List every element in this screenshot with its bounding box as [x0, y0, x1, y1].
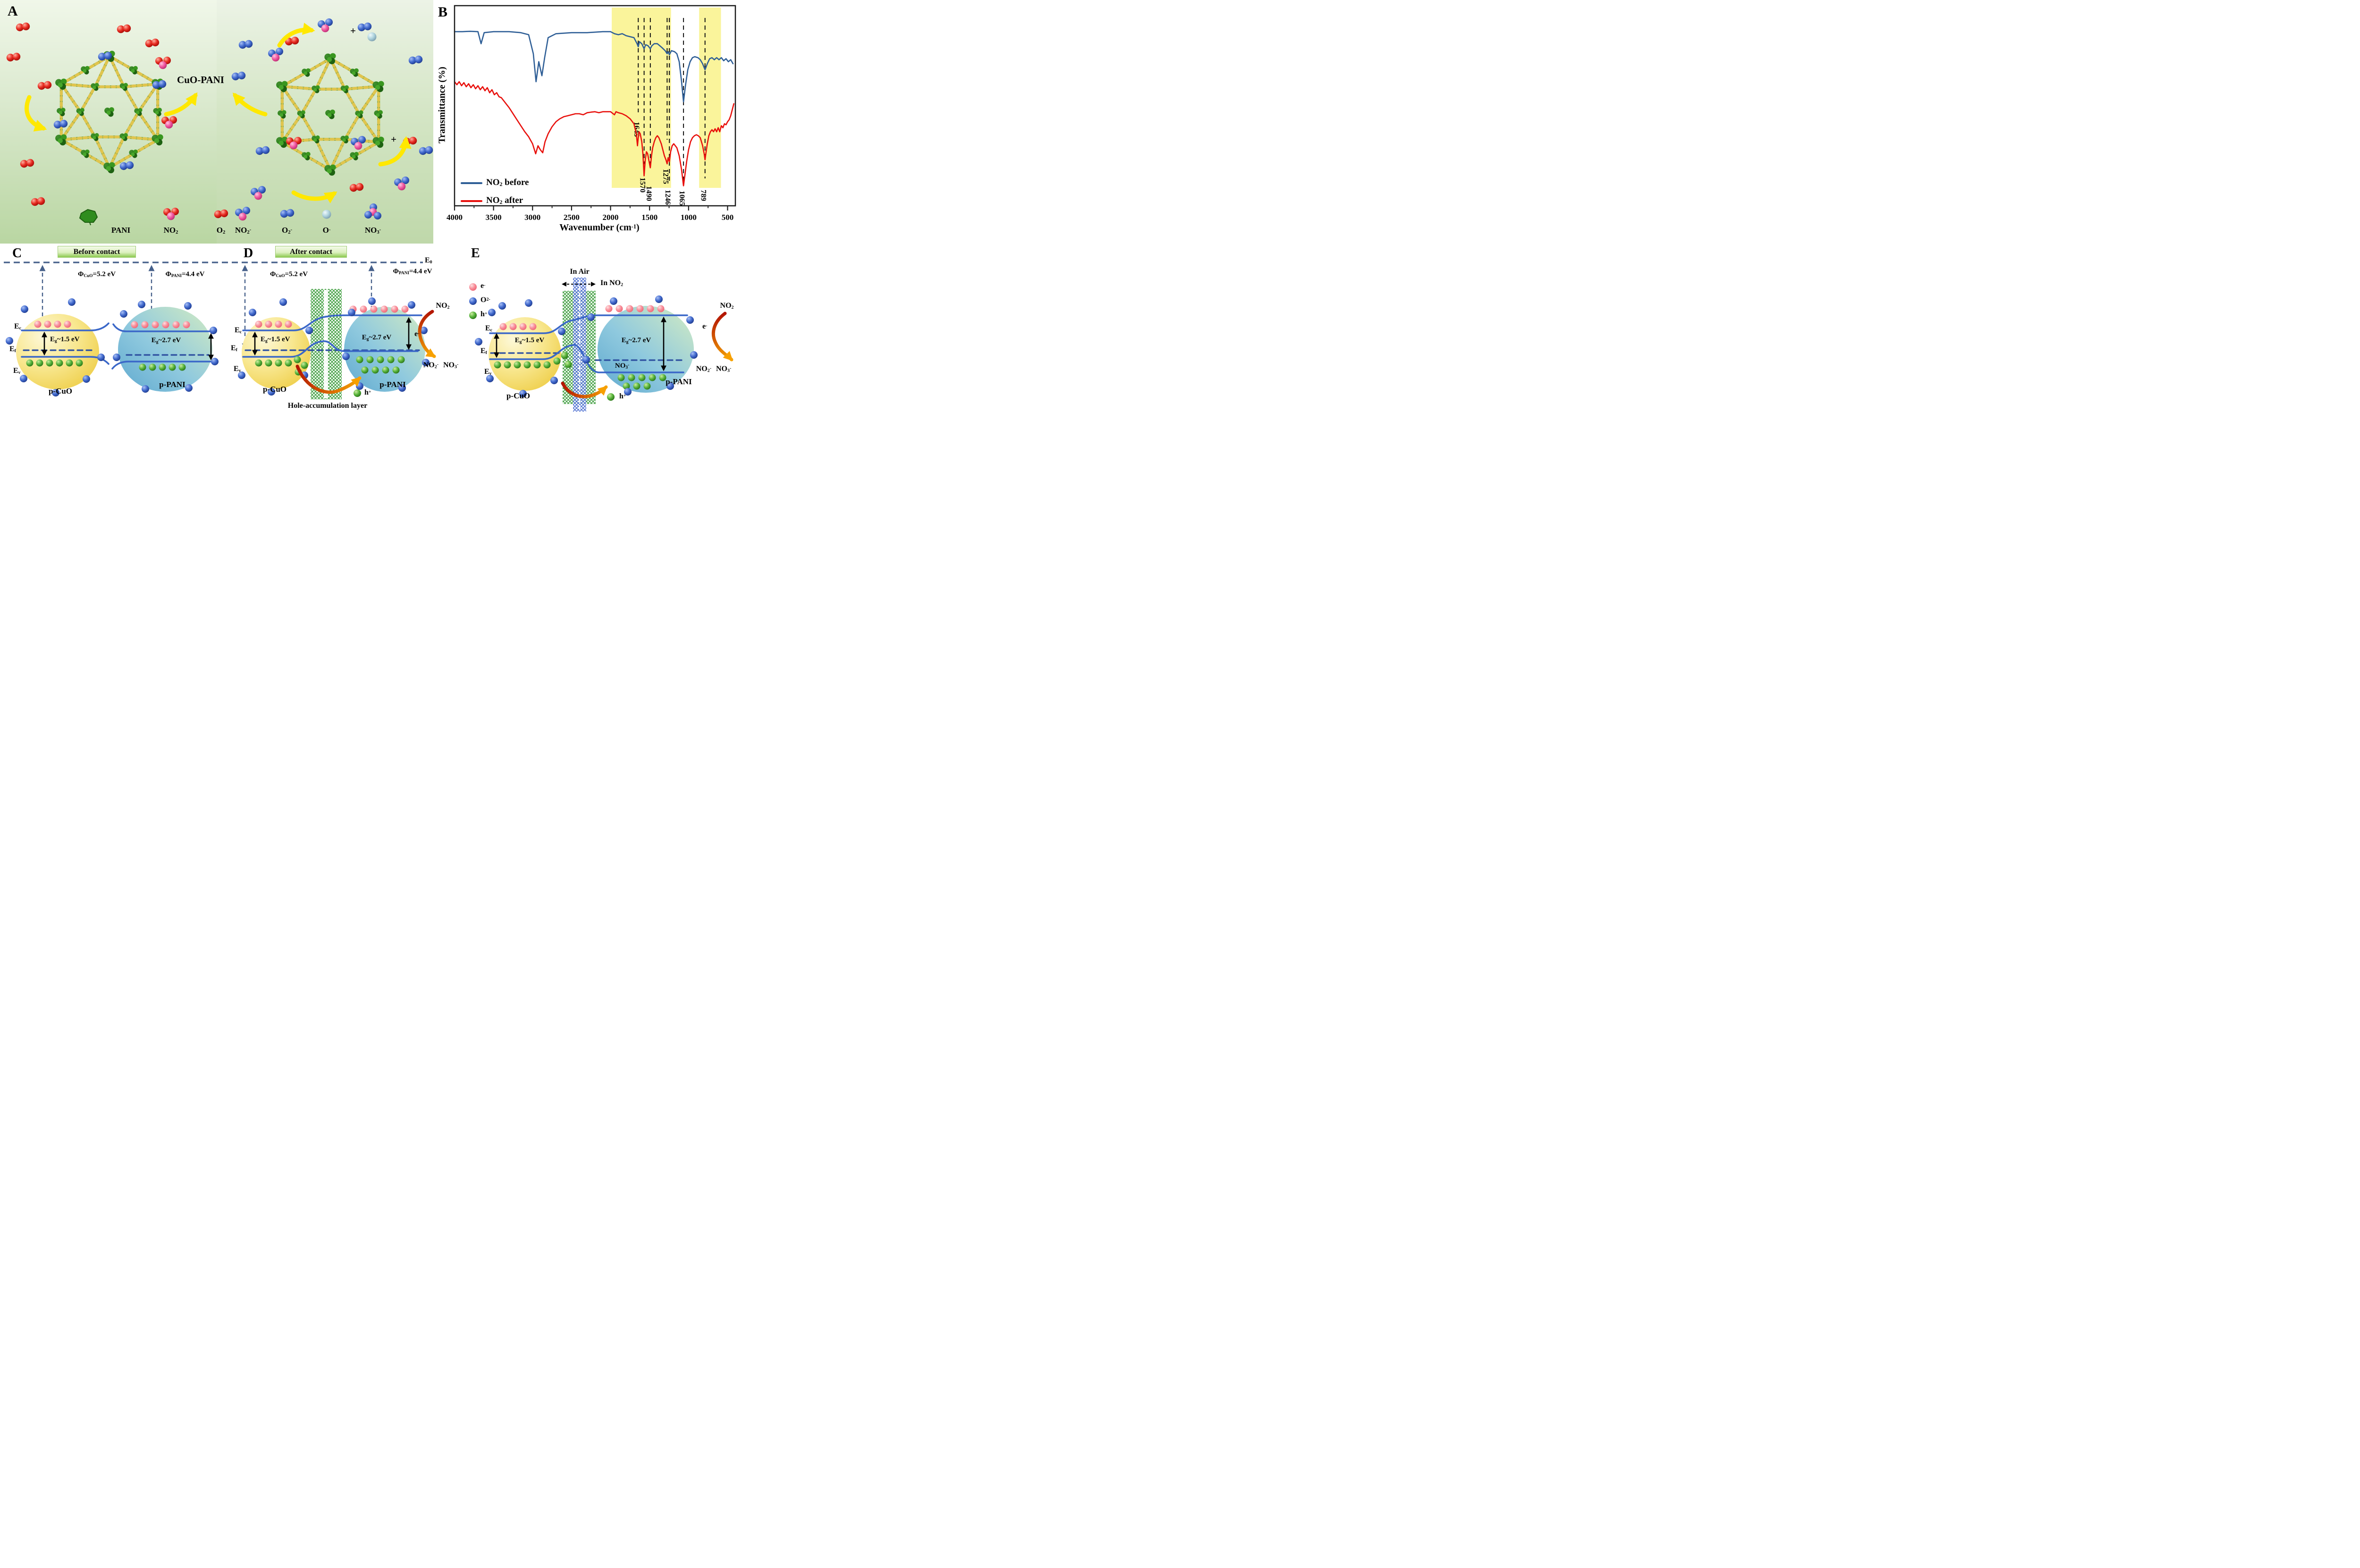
legend-no2minus-label: NO2-: [235, 226, 252, 235]
panel-b-label: B: [438, 4, 448, 20]
peak-label: 1490: [645, 186, 653, 201]
eg-pani-label-d: Eg~2.7 eV: [362, 334, 392, 342]
peak-label: 1275: [661, 169, 669, 184]
phi-cuo-label-d: ΦCuO=5.2 eV: [270, 270, 308, 278]
panel-e-label: E: [471, 246, 480, 261]
highlight-band: [699, 8, 721, 188]
eg-cuo-label-d: Eg~1.5 eV: [261, 336, 290, 344]
legend-o2minus-label: O2-: [281, 226, 293, 235]
legend-e-minus: e-: [480, 282, 486, 290]
p-cuo-label-d: p-CuO: [262, 385, 287, 394]
ec-label-d: Ec: [235, 326, 242, 335]
e-minus-label-e: e-: [702, 322, 708, 330]
ec-label-e: Ec: [485, 324, 493, 333]
mof-cage: [276, 53, 384, 176]
before-contact-title: Before contact: [58, 246, 136, 258]
e-minus-label-d: e-: [414, 330, 420, 338]
ev-label-c: Ev: [13, 367, 21, 375]
plus-sign: +: [350, 25, 356, 36]
no2-label-d: NO2: [436, 302, 450, 310]
ef-label-d: Ef: [231, 344, 237, 353]
ev-label-d: Ev: [234, 365, 241, 373]
h-plus-label-d: h+: [364, 388, 371, 396]
hole-accumulation-layer-label: Hole-accumulation layer: [287, 402, 368, 410]
chart-legend-after: NO2 after: [486, 195, 523, 206]
eg-pani-label-c: Eg~2.7 eV: [151, 337, 181, 345]
panel-c-label: C: [12, 246, 22, 261]
mof-cage: [55, 51, 163, 174]
series-before: [454, 31, 734, 102]
x-tick-label: 1000: [681, 213, 697, 222]
x-tick-label: 3500: [486, 213, 502, 222]
ef-label-e: Ef: [480, 347, 487, 355]
carriers: [6, 283, 698, 401]
x-tick-label: 2500: [564, 213, 580, 222]
legend-ominus-label: O-: [322, 226, 331, 235]
x-tick-label: 1500: [641, 213, 657, 222]
pani-particle-e: [598, 306, 694, 393]
in-air-label: In Air: [570, 268, 590, 276]
peak-label: 1246: [664, 190, 672, 205]
x-tick-label: 4000: [447, 213, 463, 222]
reaction-arrows: [295, 310, 733, 398]
x-axis-title: Wavenumber (cm-1): [559, 222, 640, 233]
p-cuo-label-c: p-CuO: [48, 387, 73, 396]
x-tick-label: 500: [722, 213, 734, 222]
p-pani-label-c: p-PANI: [159, 380, 185, 389]
pani-particle-c: [118, 307, 212, 392]
p-cuo-label-e: p-CuO: [506, 391, 531, 400]
legend-pani-label: PANI: [111, 226, 131, 235]
cuo-pani-label: CuO-PANI: [177, 74, 224, 85]
x-tick-label: 3000: [524, 213, 540, 222]
ef-label-c: Ef: [9, 345, 16, 354]
in-no2-label: In NO2: [600, 279, 624, 287]
legend-line-before: [461, 182, 482, 184]
phi-pani-label-c: ΦPANI=4.4 eV: [165, 270, 205, 278]
panel-a-molecules: [6, 18, 433, 221]
no2-label-e: NO2: [720, 302, 734, 310]
legend-no3minus-label: NO3-: [364, 226, 381, 235]
panel-a-yellow-arrows: [25, 23, 412, 203]
cuo-particle-e: [489, 317, 561, 391]
ec-label-c: Ec: [14, 322, 22, 331]
legend-o2-label: O2: [216, 226, 226, 235]
x-tick-label: 2000: [603, 213, 619, 222]
panel-d-label: D: [244, 246, 253, 261]
vacuum-level-label: E0: [425, 256, 432, 265]
chart-legend-before: NO2 before: [486, 177, 529, 188]
p-pani-label-e: p-PANI: [666, 377, 692, 386]
cuo-particle-d: [242, 317, 311, 389]
eg-cuo-label-c: Eg~1.5 eV: [50, 336, 80, 344]
legend-line-after: [461, 200, 482, 202]
series-after: [454, 81, 734, 186]
eg-pani-label-e: Eg~2.7 eV: [621, 337, 651, 345]
legend-h-plus: h+: [480, 310, 488, 318]
phi-pani-label-d: ΦPANI=4.4 eV: [393, 268, 432, 276]
products-label-d: NO2- NO3-: [423, 361, 459, 370]
h-plus-label-e: h+: [619, 392, 626, 400]
figure-decorations: [4, 18, 733, 412]
band-diagrams: [4, 261, 694, 412]
p-pani-label-d: p-PANI: [379, 380, 406, 389]
no3-inside-label: NO3-: [615, 362, 630, 370]
peak-label: 1570: [639, 177, 647, 193]
peak-label: 1065: [678, 191, 686, 206]
ev-label-e: Ev: [484, 368, 492, 376]
products-label-e: NO2- NO3-: [696, 365, 732, 373]
phi-cuo-label-c: ΦCuO=5.2 eV: [77, 270, 116, 278]
after-contact-title: After contact: [275, 246, 347, 258]
y-axis-title: Transmittance (%): [437, 67, 447, 143]
plus-sign: +: [391, 134, 396, 145]
eg-cuo-label-e: Eg~1.5 eV: [514, 337, 545, 345]
peak-label: 789: [700, 190, 708, 201]
panel-a-label: A: [8, 3, 18, 19]
highlight-band: [612, 8, 671, 188]
cuo-particle-c: [16, 314, 99, 389]
plot-frame: [454, 5, 736, 207]
legend-no2-label: NO2: [163, 226, 178, 235]
legend-o2-minus: O2-: [480, 296, 490, 304]
panel-a-legend-icons: [79, 209, 98, 226]
